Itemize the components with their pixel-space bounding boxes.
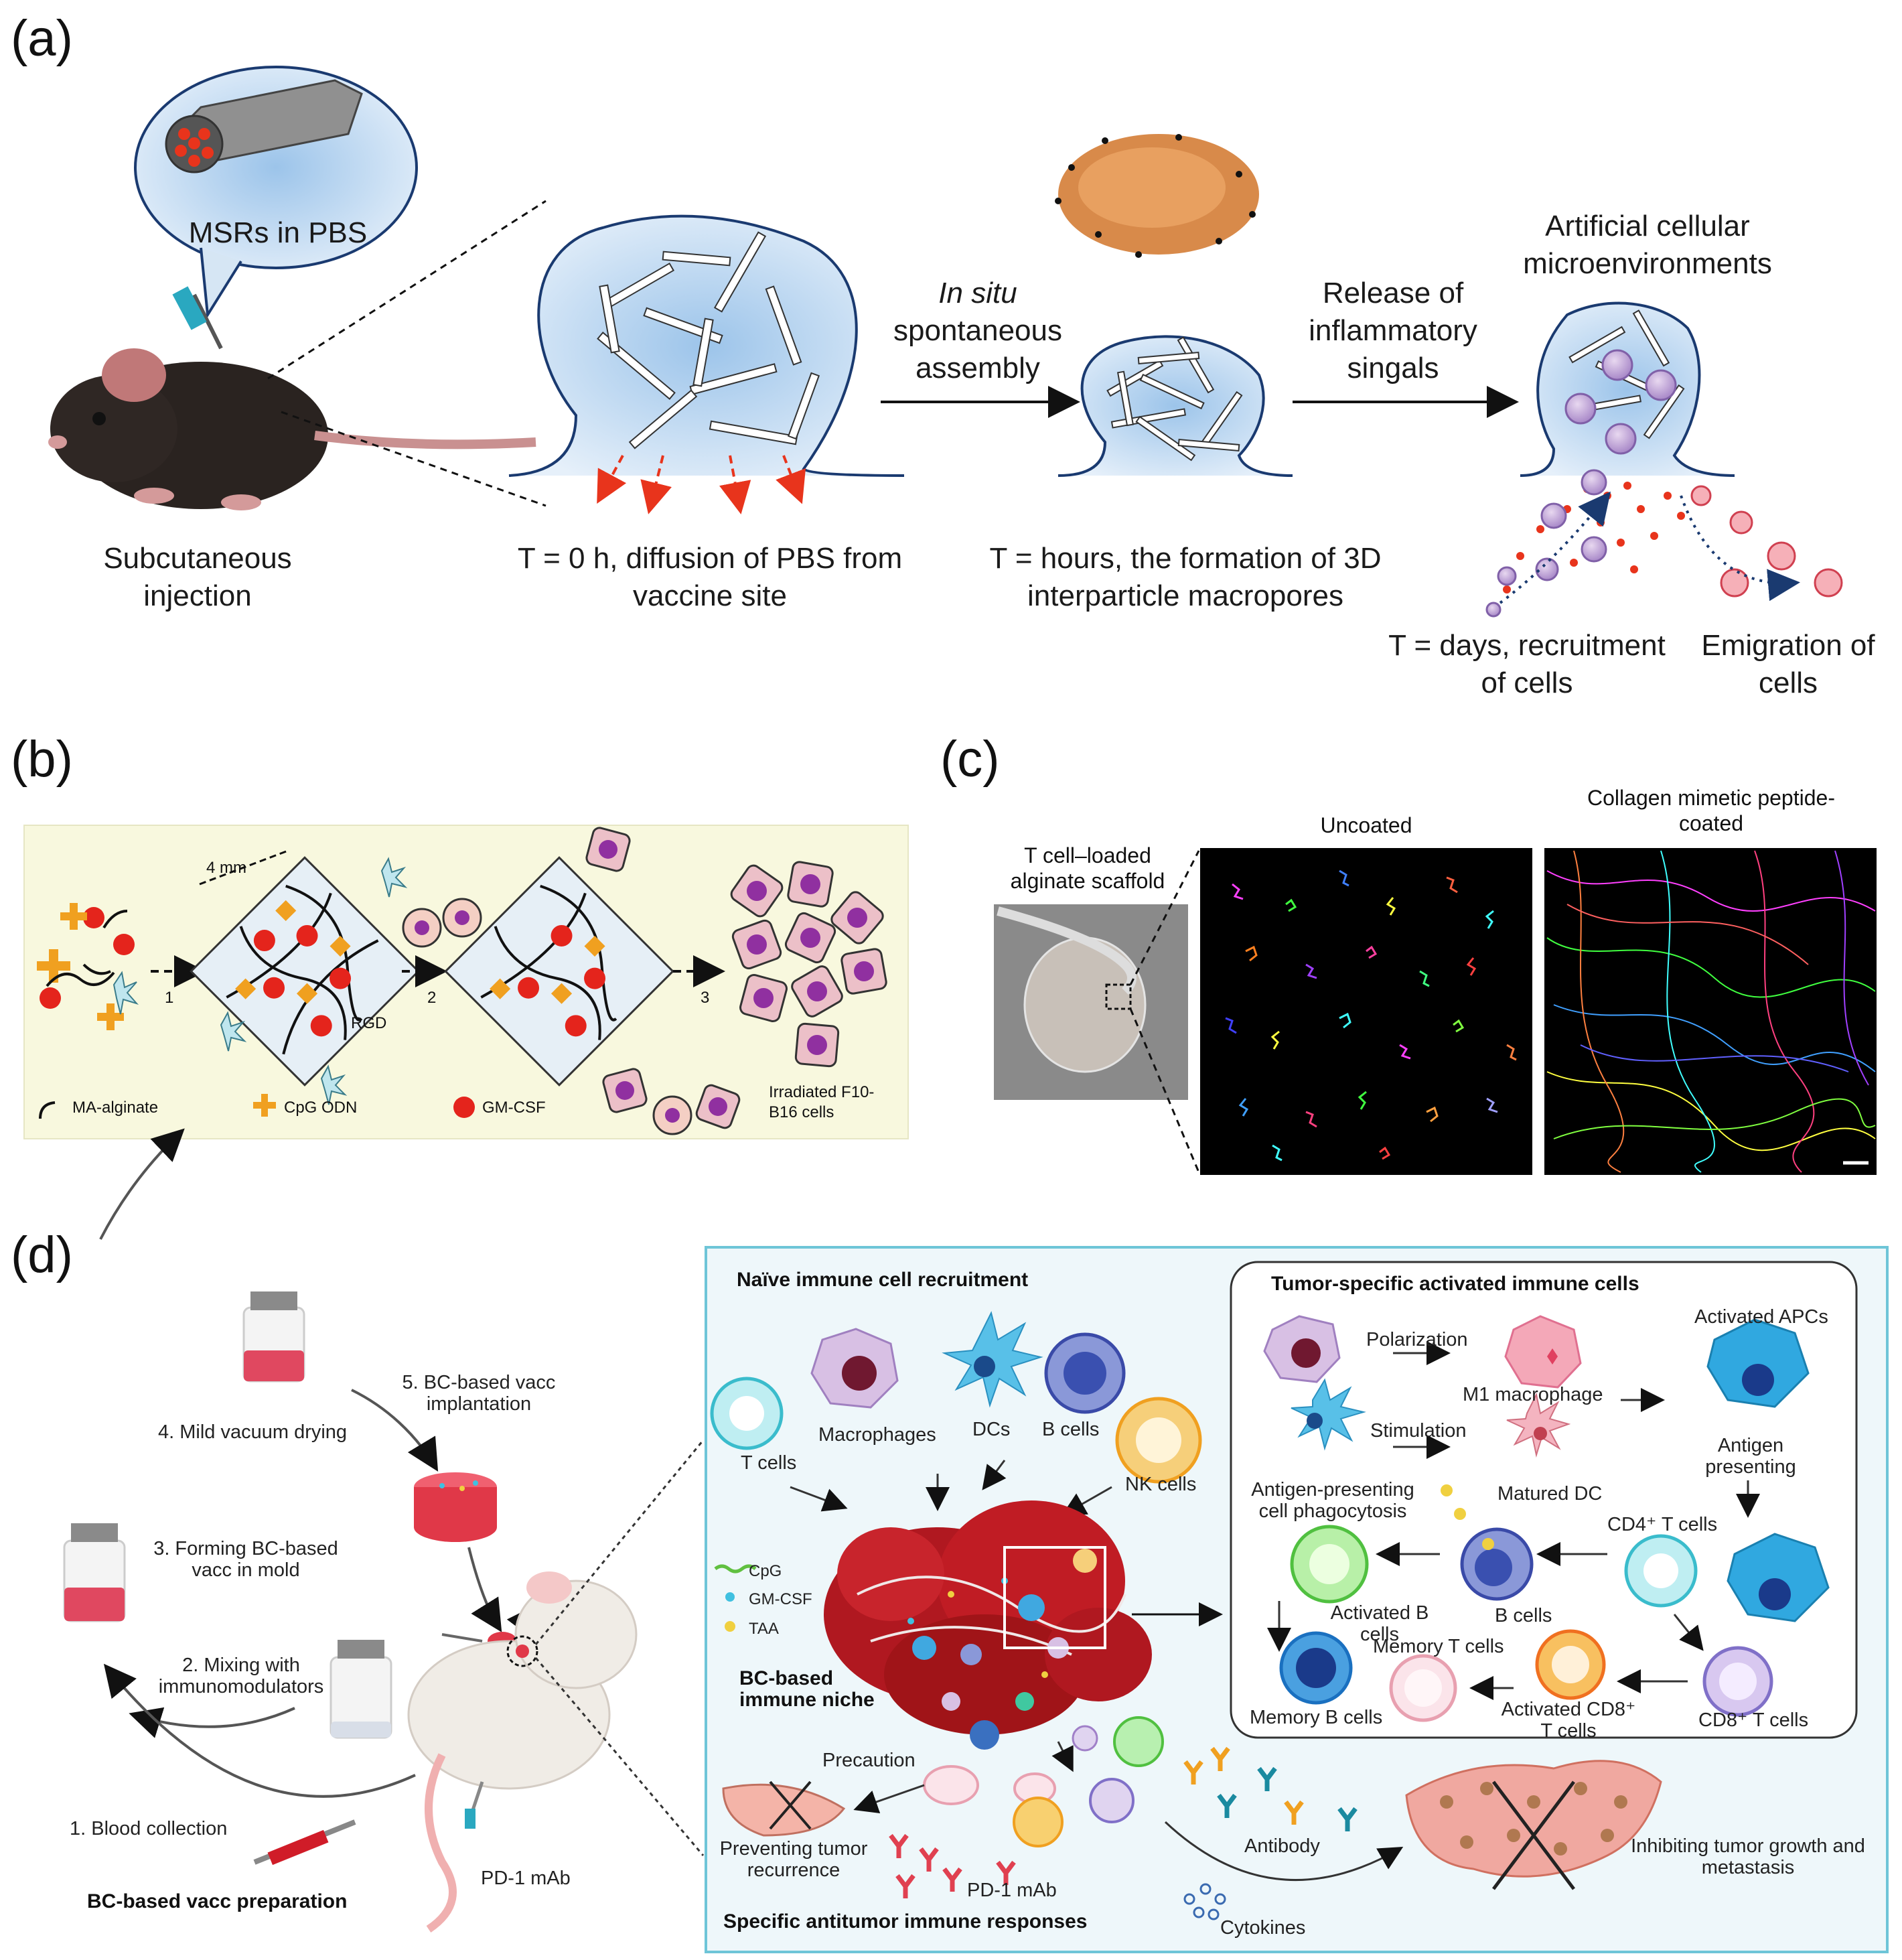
label-bcells: B cells [1042, 1419, 1100, 1440]
polarization-label: Polarization [1366, 1329, 1468, 1350]
cytokines-label: Cytokines [1220, 1917, 1306, 1939]
naive-cells [710, 1311, 1202, 1484]
rgd-label: RGD [351, 1014, 387, 1032]
specific-title: Specific antitumor immune responses [723, 1910, 1088, 1933]
label-dcs: DCs [972, 1419, 1011, 1440]
in-situ-label: In situ spontaneous assembly [871, 275, 1085, 387]
coated-tracks [1546, 850, 1876, 1173]
vaccine-site-bubble-days [1485, 301, 1843, 618]
legend-alginate: MA-alginate [72, 1099, 159, 1117]
scaffold-3-filled [730, 861, 887, 1068]
legend-taa-d: TAA [749, 1620, 779, 1638]
legend-gmcsf-d: GM-CSF [749, 1590, 812, 1608]
panel-d-label: (d) [11, 1227, 73, 1283]
step2-label: 2 [427, 989, 437, 1007]
matured-dc-label: Matured DC [1497, 1483, 1603, 1504]
uncoated-tracks [1225, 869, 1517, 1162]
cd8-label: CD8⁺ T cells [1698, 1709, 1809, 1731]
memory-b-label: Memory B cells [1250, 1707, 1383, 1728]
prep-step2: 2. Mixing with immunomodulators [158, 1655, 324, 1697]
activated-apcs-label: Activated APCs [1694, 1306, 1828, 1328]
precaution-label: Precaution [822, 1750, 916, 1771]
panel-a-label: (a) [11, 10, 73, 67]
prep-step3: 3. Forming BC-based vacc in mold [153, 1538, 338, 1581]
pd1-right-label: PD-1 mAb [967, 1880, 1057, 1901]
legend-cells: Irradiated F10-B16 cells [769, 1083, 875, 1121]
step-hours: T = hours, the formation of 3D interpart… [989, 542, 1382, 612]
naive-title: Naïve immune cell recruitment [737, 1269, 1029, 1291]
legend-cpg-d: CpG [749, 1562, 782, 1580]
apc-phago-label: Antigen-presenting cell phagocytosis [1251, 1479, 1414, 1522]
uncoated-caption: Uncoated [1320, 813, 1412, 837]
artificial-label: Artificial cellular microenvironments [1523, 210, 1772, 280]
vaccine-site-bubble-t0 [508, 214, 905, 514]
m1-label: M1 macrophage [1463, 1384, 1603, 1405]
bubble-label: MSRs in PBS [188, 216, 368, 249]
mouse-illustration [48, 348, 536, 510]
scaffold-1 [190, 856, 420, 1087]
stimulation-label: Stimulation [1370, 1420, 1467, 1442]
antigen-presenting-label: Antigen presenting [1705, 1435, 1796, 1478]
lower-response-cells [722, 1716, 1662, 1920]
niche-label: BC-based immune niche [739, 1667, 875, 1711]
pd1-left-label: PD-1 mAb [481, 1868, 571, 1889]
label-nkcells: NK cells [1125, 1474, 1197, 1495]
memory-t-label: Memory T cells [1373, 1636, 1504, 1657]
coated-caption: Collagen mimetic peptide-coated [1587, 786, 1835, 835]
scaffold-2 [444, 856, 674, 1087]
tumor-specific-title: Tumor-specific activated immune cells [1271, 1273, 1639, 1295]
bc-immune-niche [824, 1500, 1152, 1750]
scaffold-size-label: 4 mm [206, 859, 246, 877]
scaffold-caption: T cell–loaded alginate scaffold [1010, 843, 1165, 893]
step-days: T = days, recruitment of cells [1388, 629, 1666, 699]
activated-cells [1263, 1315, 1830, 1722]
cd4-label: CD4⁺ T cells [1607, 1514, 1718, 1535]
label-tcells: T cells [741, 1452, 797, 1474]
step3-label: 3 [701, 989, 710, 1007]
step-subcutaneous: Subcutaneous injection [103, 542, 292, 612]
msr-speech-bubble [134, 66, 418, 320]
prep-step1: 1. Blood collection [70, 1818, 228, 1839]
panel-b-ingredients [37, 903, 139, 1030]
syringe-icon [172, 286, 223, 350]
bc-vacc-prep-cycle [63, 1128, 638, 1933]
panel-c-label: (c) [940, 731, 1000, 788]
preventing-label: Preventing tumor recurrence [719, 1838, 868, 1881]
activated-cd8-label: Activated CD8⁺ T cells [1501, 1699, 1636, 1742]
uncoated-track-image [1200, 848, 1532, 1175]
step1-label: 1 [165, 989, 174, 1007]
prep-title: BC-based vacc preparation [87, 1890, 348, 1912]
release-label: Release of inflammatory singals [1309, 277, 1477, 384]
step-t0: T = 0 h, diffusion of PBS from vaccine s… [517, 542, 903, 612]
legend-gmcsf: GM-CSF [482, 1099, 546, 1117]
antibody-label: Antibody [1244, 1835, 1320, 1857]
in-situ-italic: In situ [938, 277, 1017, 309]
inhibiting-label: Inhibiting tumor growth and metastasis [1631, 1835, 1865, 1878]
vaccine-site-bubble-hours [1057, 335, 1293, 477]
tumor-specific-box [1230, 1261, 1858, 1739]
activated-b-label: Activated B cells [1330, 1602, 1429, 1645]
prep-step4: 4. Mild vacuum drying [158, 1421, 348, 1443]
msr-aggregate-photo [1055, 134, 1259, 258]
b-cells-inner-label: B cells [1495, 1605, 1552, 1626]
step-emigration: Emigration of cells [1701, 629, 1875, 699]
attached-cells [585, 827, 648, 1113]
legend-cpg: CpG ODN [284, 1099, 358, 1117]
label-macrophages: Macrophages [818, 1424, 936, 1446]
panel-b-label: (b) [11, 731, 73, 788]
prep-step5: 5. BC-based vacc implantation [402, 1372, 556, 1415]
in-situ-rest: spontaneous assembly [893, 314, 1062, 384]
irradiated-cells-small [402, 898, 482, 948]
